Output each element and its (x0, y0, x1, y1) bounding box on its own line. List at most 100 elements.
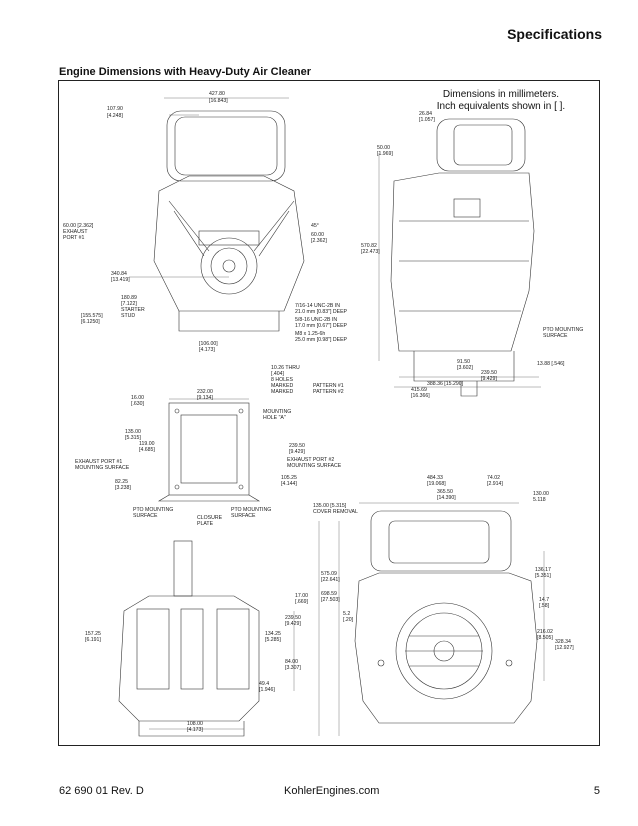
dim-130-00: 130.00 (533, 491, 549, 497)
dim-60-00-in: [2.362] (311, 238, 327, 244)
dim-239-50-a: 239.50 (481, 370, 497, 376)
engine-outlines (118, 110, 538, 737)
angle-45: 45° (311, 223, 319, 229)
dim-50-00-in: [1.969] (377, 151, 393, 157)
dim-84-00: 84.00 (285, 659, 298, 665)
dim-exhaust-port1-l2: EXHAUST (63, 229, 88, 235)
cover-removal-l2: COVER REMOVAL (313, 509, 358, 515)
dim-74-02: 74.02 (487, 475, 500, 481)
drawing-frame: 427.80 [16.843] 107.90 [4.248] 60.00 [2.… (58, 80, 600, 746)
dim-136-17-in: [5.351] (535, 573, 551, 579)
thru-holes-marked-2: MARKED (271, 389, 293, 395)
engine-dimension-drawing: 427.80 [16.843] 107.90 [4.248] 60.00 [2.… (63, 91, 583, 737)
pto-mounting-surface-mid: PTO MOUNTING (231, 507, 271, 513)
side-view-engine (390, 118, 535, 397)
pto-mounting-surface-left: PTO MOUNTING (133, 507, 173, 513)
m8-depth: 25.0 mm [0.98"] DEEP (295, 337, 348, 343)
dim-exhaust-port1-l3: PORT #1 (63, 235, 85, 241)
closure-plate-l2: PLATE (197, 521, 214, 527)
dim-427-80-in: [16.843] (209, 98, 228, 104)
dimension-lines (129, 97, 545, 736)
dim-135-00-in: [5.315] (125, 435, 141, 441)
dim-5-2-in: [.20] (343, 617, 354, 623)
dim-130-00-in: 5.118 (533, 497, 546, 503)
dim-427-80: 427.80 (209, 91, 225, 97)
dim-82-25-in: [3.238] (115, 485, 131, 491)
dim-328-34: 328.34 (555, 639, 571, 645)
dim-82-25: 82.25 (115, 479, 128, 485)
units-note: Dimensions in millimeters. Inch equivale… (421, 89, 581, 113)
dim-232-00: 232.00 (197, 389, 213, 395)
dim-13-88: 13.88 [.546] (537, 361, 565, 367)
dim-388-36: 388.36 [15.290] (427, 381, 464, 387)
dim-340-84-in: [13.419] (111, 277, 130, 283)
dim-570-82-in: [22.473] (361, 249, 380, 255)
dim-157-25-in: [6.191] (85, 637, 101, 643)
dim-26-84-in: [1.057] (419, 117, 435, 123)
exhaust-port-2-surface: EXHAUST PORT #2 (287, 457, 334, 463)
dim-180-89: 180.89 (121, 295, 137, 301)
dim-108-00-in: [4.173] (187, 727, 203, 733)
dim-415-69: 415.69 (411, 387, 427, 393)
dim-49-4-in: [1.946] (259, 687, 275, 693)
dim-14-7-in: [.58] (539, 603, 550, 609)
thru-holes-in: [.404] (271, 371, 285, 377)
unc-716-thread: 7/16-14 UNC-2B IN (295, 303, 340, 309)
dim-16-00: 16.00 (131, 395, 144, 401)
dim-74-02-in: [2.914] (487, 481, 503, 487)
dim-365-50: 365.50 (437, 489, 453, 495)
starter-stud: STARTER (121, 307, 145, 313)
dim-119-00: 119.00 (139, 441, 155, 447)
dim-415-69-in: [16.366] (411, 393, 430, 399)
m8-thread: M8 x 1.25-6h (295, 331, 325, 337)
dim-14-7: 14.7 (539, 597, 549, 603)
units-note-line1: Dimensions in millimeters. (442, 89, 560, 100)
dim-84-00-in: [3.307] (285, 665, 301, 671)
pto-mounting-surface-right-l2: SURFACE (543, 333, 568, 339)
dim-698-59: 698.59 (321, 591, 337, 597)
dim-328-34-in: [12.927] (555, 645, 574, 651)
pattern-2: PATTERN #2 (313, 389, 344, 395)
dim-216-02-in: [8.505] (537, 635, 553, 641)
dim-155-575: [155.575] (81, 313, 103, 319)
dim-50-00: 50.00 (377, 145, 390, 151)
dim-570-82: 570.82 (361, 243, 377, 249)
dim-232-00-in: [9.134] (197, 395, 213, 401)
dim-108-00: 108.00 (187, 721, 203, 727)
dim-60-00: 60.00 (311, 232, 324, 238)
dim-239-50-b-in: [9.429] (289, 449, 305, 455)
dim-575-09: 575.09 (321, 571, 337, 577)
dim-106-00-in: [4.173] (199, 347, 215, 353)
dim-134-25: 134.25 (265, 631, 281, 637)
rear-view-engine (118, 540, 260, 737)
thru-holes-marked-1: MARKED (271, 383, 293, 389)
pto-mounting-surface-right: PTO MOUNTING (543, 327, 583, 333)
dim-16-00-in: [.630] (131, 401, 145, 407)
dim-26-84: 26.84 (419, 111, 432, 117)
top-view-engine (354, 510, 538, 724)
closure-plate: CLOSURE (197, 515, 223, 521)
units-note-line2: Inch equivalents shown in [ ]. (436, 101, 566, 112)
exhaust-port-1-surface-l2: MOUNTING SURFACE (75, 465, 130, 471)
dim-105-25-in: [4.144] (281, 481, 297, 487)
dim-17-00: 17.00 (295, 593, 308, 599)
dim-91-50-in: [3.602] (457, 365, 473, 371)
thru-holes-count: 8 HOLES (271, 377, 293, 383)
unc-716-depth: 21.0 mm [0.83"] DEEP (295, 309, 348, 315)
dim-119-00-in: [4.685] (139, 447, 155, 453)
exhaust-port-1-surface: EXHAUST PORT #1 (75, 459, 122, 465)
dim-136-17: 136.17 (535, 567, 551, 573)
dim-135-00: 135.00 (125, 429, 141, 435)
dim-5-2: 5.2 (343, 611, 350, 617)
mounting-hole-a: MOUNTING (263, 409, 291, 415)
dim-239-50-c: 239.50 (285, 615, 301, 621)
mounting-hole-a-l2: HOLE "A" (263, 415, 286, 421)
mounting-pattern-view (157, 402, 261, 502)
pattern-1: PATTERN #1 (313, 383, 344, 389)
dim-155-575-in: [6.1250] (81, 319, 100, 325)
dim-134-25-in: [5.285] (265, 637, 281, 643)
dim-484-33-in: [19.068] (427, 481, 446, 487)
dim-107-90: 107.90 (107, 106, 123, 112)
pto-mounting-surface-left-l2: SURFACE (133, 513, 158, 519)
section-title: Engine Dimensions with Heavy-Duty Air Cl… (59, 66, 312, 78)
